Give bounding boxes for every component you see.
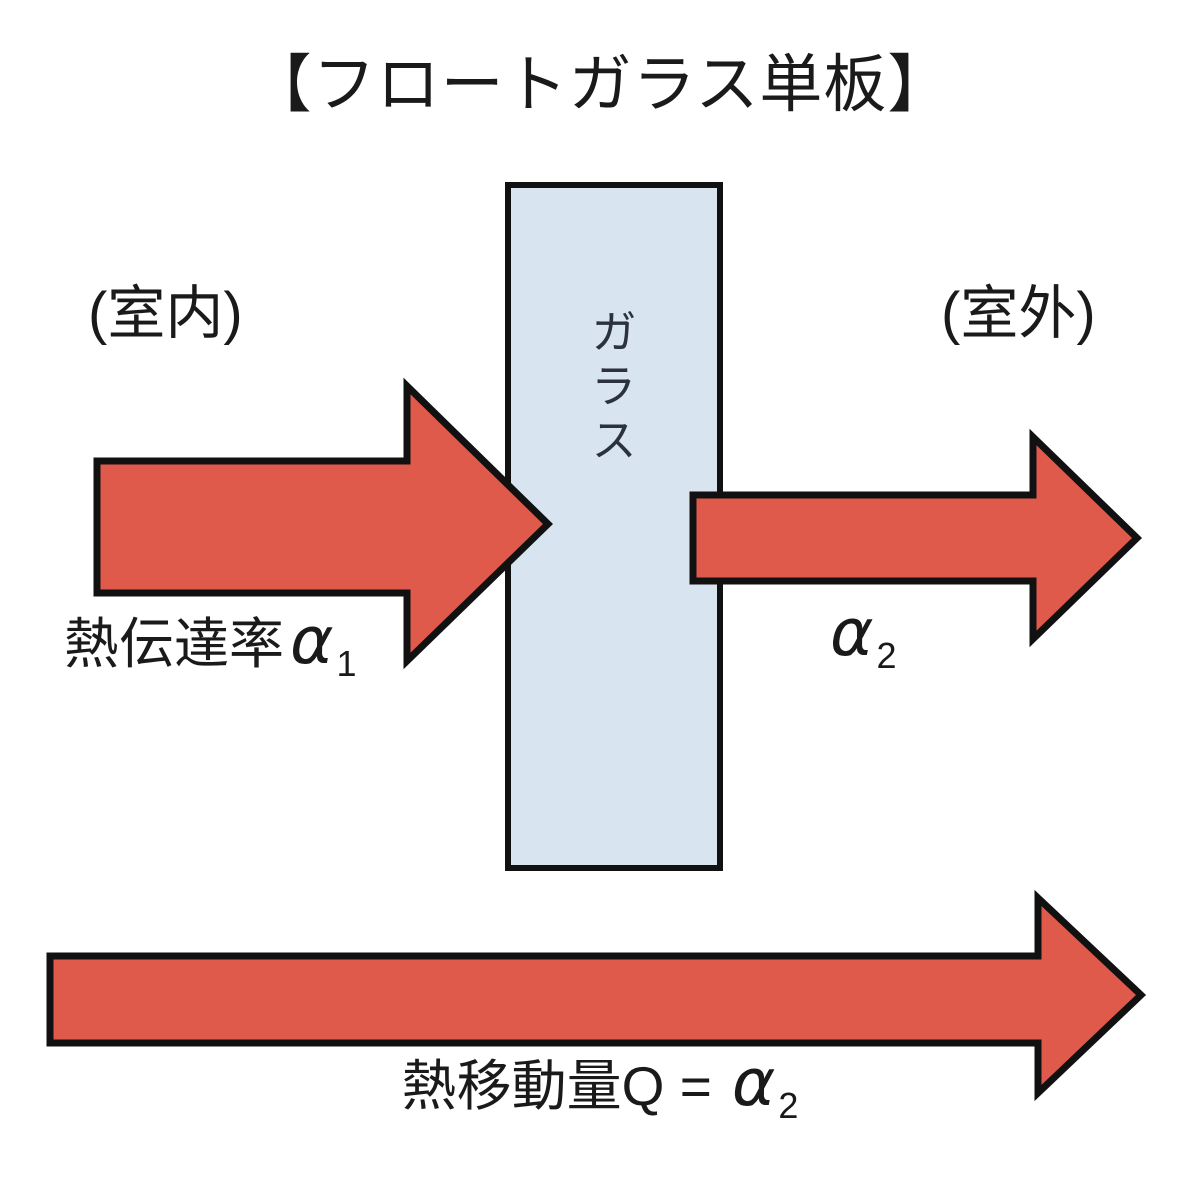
formula-text: 熱移動量Q = xyxy=(401,1055,712,1117)
alpha-subscript: 2 xyxy=(778,1084,799,1126)
diagram-title: 【フロートガラス単板】 xyxy=(248,50,952,120)
alpha-symbol: α xyxy=(830,594,874,671)
indoor-zone-label: (室内) xyxy=(88,281,243,346)
indoor-coefficient-text: 熱伝達率 xyxy=(64,613,285,675)
heat-flow-arrow-outdoor xyxy=(689,428,1143,648)
alpha-subscript: 1 xyxy=(336,642,357,684)
alpha-subscript: 2 xyxy=(876,634,897,676)
heat-flow-arrow-total xyxy=(46,889,1147,1102)
outdoor-heat-transfer-coefficient: α2 xyxy=(824,600,897,674)
outdoor-zone-label: (室外) xyxy=(941,281,1096,346)
alpha-symbol: α xyxy=(290,602,334,679)
heat-transfer-formula: 熱移動量Q =α2 xyxy=(401,1050,799,1124)
indoor-heat-transfer-coefficient: 熱伝達率α1 xyxy=(64,608,357,682)
glass-label: ガラス xyxy=(585,308,637,470)
alpha-symbol: α xyxy=(731,1044,776,1121)
heat-flow-arrow-indoor xyxy=(93,377,554,670)
